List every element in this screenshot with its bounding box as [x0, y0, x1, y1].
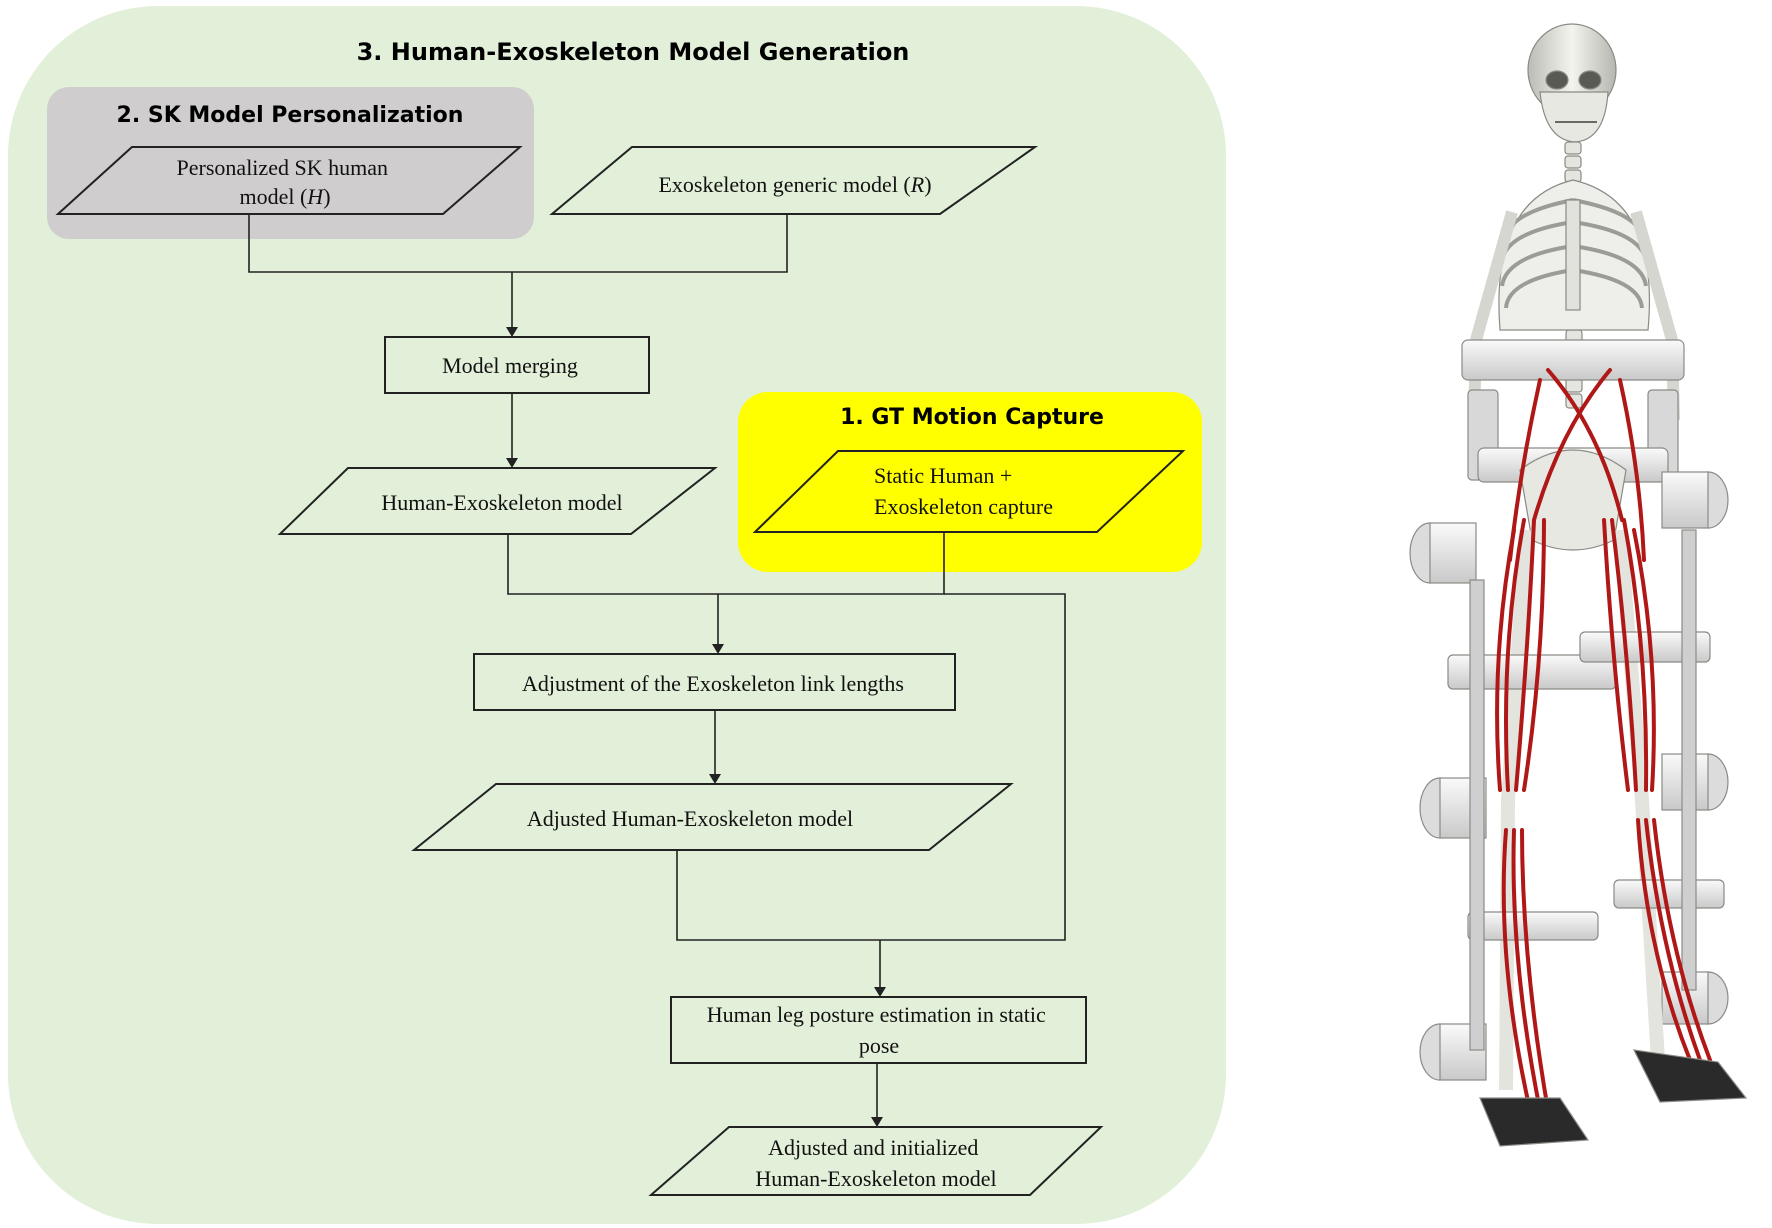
personalized-sk-model-node	[55, 146, 523, 215]
final-model-node	[648, 1126, 1104, 1196]
adjusted-model-label: Adjusted Human-Exoskeleton model	[527, 806, 853, 831]
sk-panel	[47, 87, 534, 239]
final-model-label: Adjusted and initialized Human-Exoskelet…	[755, 1135, 996, 1191]
connector-inputs-merge	[248, 214, 788, 273]
posture-estimation-node	[670, 996, 1087, 1064]
arrow-to-adjusted-model	[709, 774, 721, 784]
arrow-to-adjust	[712, 644, 724, 654]
personalized-sk-model-label: Personalized SK human model (H)	[177, 155, 394, 209]
static-capture-node	[752, 450, 1186, 533]
human-exoskeleton-model-node	[277, 467, 718, 535]
main-panel-title: 3. Human-Exoskeleton Model Generation	[357, 38, 910, 66]
gt-panel	[738, 392, 1202, 572]
adjust-link-lengths-label: Adjustment of the Exoskeleton link lengt…	[522, 671, 904, 696]
arrow-to-human-exo-model	[506, 458, 518, 468]
posture-estimation-label: Human leg posture estimation in static p…	[707, 1002, 1052, 1058]
model-merging-label: Model merging	[442, 353, 578, 378]
connector-capture-bypass	[676, 593, 1066, 941]
connector-model-capture-merge	[507, 532, 945, 595]
human-exoskeleton-model-label: Human-Exoskeleton model	[381, 490, 622, 515]
gt-panel-title: 1. GT Motion Capture	[840, 405, 1104, 430]
flow-connectors	[248, 214, 1066, 1127]
arrow-to-final-model	[871, 1117, 883, 1127]
adjusted-model-node	[411, 783, 1014, 851]
sk-panel-title: 2. SK Model Personalization	[117, 103, 464, 128]
exoskeleton-generic-model-node	[549, 146, 1039, 215]
model-merging-node	[384, 336, 650, 394]
arrow-to-merging	[506, 327, 518, 337]
main-panel	[8, 6, 1226, 1224]
arrow-to-posture	[874, 987, 886, 997]
skeleton-exoskeleton-illustration	[1409, 23, 1748, 1147]
static-capture-label: Static Human + Exoskeleton capture	[874, 463, 1053, 519]
exoskeleton-generic-model-label: Exoskeleton generic model (R)	[658, 172, 931, 197]
